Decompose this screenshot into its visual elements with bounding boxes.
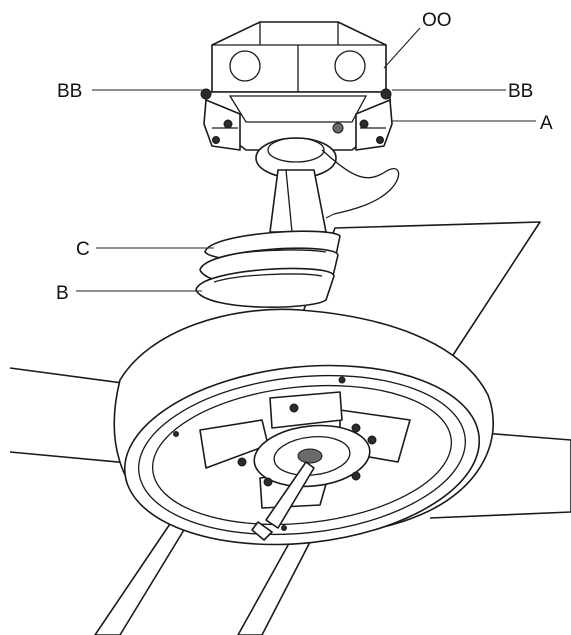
leader-oo <box>383 27 421 69</box>
downrod <box>255 137 337 233</box>
ground-wire <box>321 149 400 215</box>
motor-housing <box>113 308 495 546</box>
outlet-box <box>211 21 387 93</box>
blade-bottom-left <box>94 511 191 635</box>
label-bb-left: BB <box>57 81 82 102</box>
coupling-cover <box>195 230 341 308</box>
screw-left-icon <box>200 88 212 100</box>
callouts: OO BB BB A C B <box>56 10 553 304</box>
leader-lines <box>76 27 536 292</box>
blade-bottom <box>237 537 311 635</box>
screw-right-icon <box>380 88 392 100</box>
label-b: B <box>56 283 69 304</box>
label-a: A <box>540 113 553 134</box>
mounting-bracket <box>200 88 393 151</box>
label-c: C <box>76 239 90 260</box>
label-oo: OO <box>422 10 452 31</box>
label-bb-right: BB <box>508 81 533 102</box>
